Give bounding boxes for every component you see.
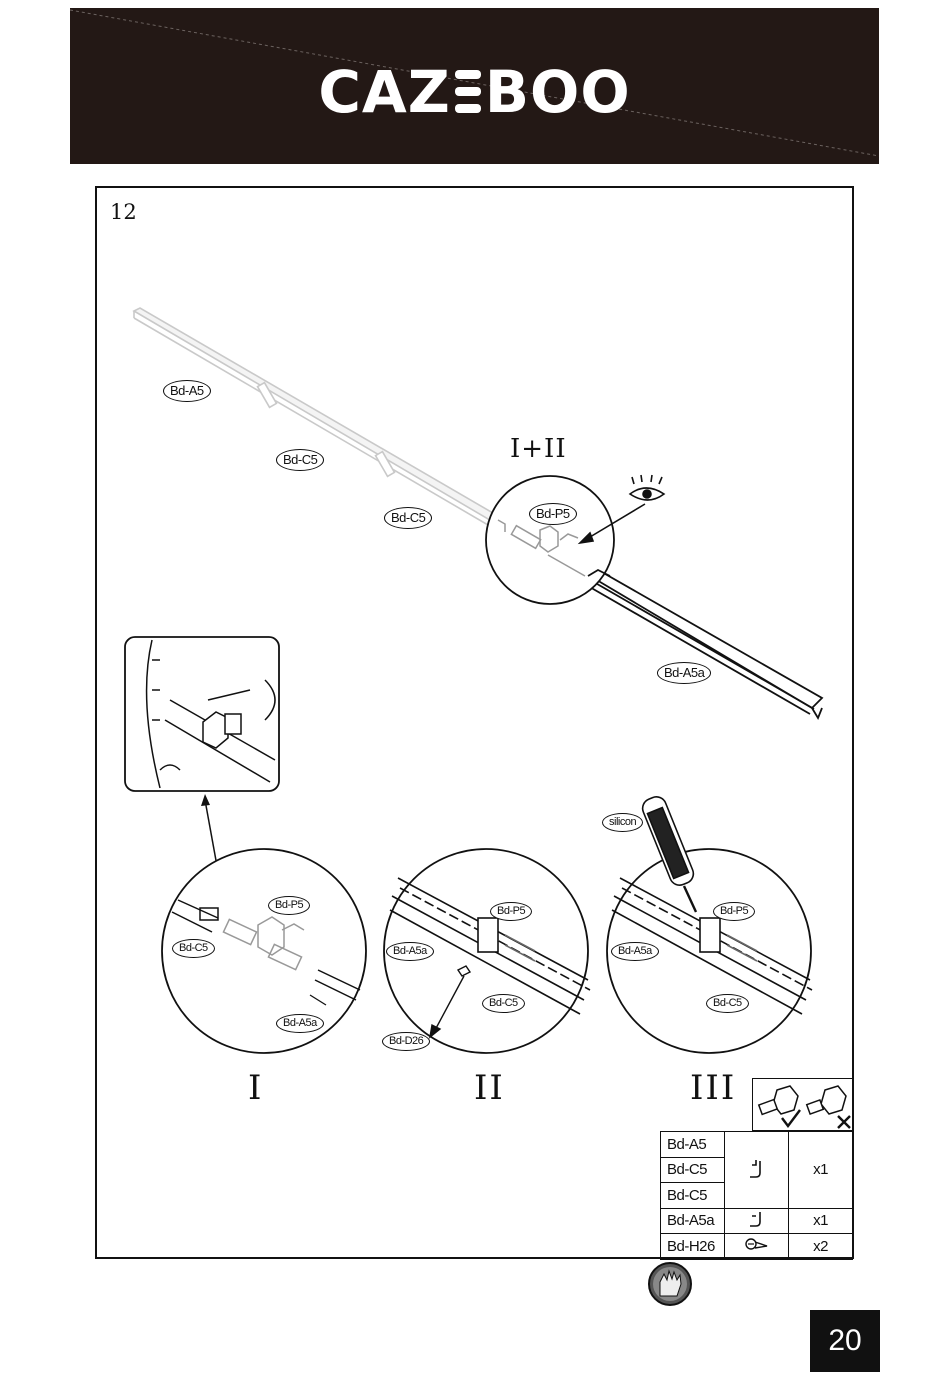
detail-title-1: I xyxy=(248,1068,263,1108)
detail-title-2: II xyxy=(474,1068,505,1108)
part-name: Bd-A5 xyxy=(661,1132,725,1158)
part-name: Bd-H26 xyxy=(661,1234,725,1260)
label-bd-p5-3: Bd-P5 xyxy=(713,902,755,921)
label-bd-c5-3: Bd-C5 xyxy=(706,994,749,1013)
page-number: 20 xyxy=(810,1310,880,1372)
label-bd-c5-second: Bd-C5 xyxy=(384,507,432,529)
detail-title-3: III xyxy=(690,1068,736,1108)
part-name: Bd-C5 xyxy=(661,1157,725,1183)
label-bd-d26: Bd-D26 xyxy=(382,1032,430,1051)
detail-circle-3 xyxy=(607,794,812,1053)
part-qty: x1 xyxy=(789,1208,853,1234)
detail-circle-top xyxy=(486,476,614,604)
label-bd-p5-top: Bd-P5 xyxy=(529,503,577,525)
part-name: Bd-C5 xyxy=(661,1183,725,1209)
glove-icon xyxy=(649,1263,691,1305)
detail-title-top: I+II xyxy=(510,434,567,464)
label-bd-a5a-3: Bd-A5a xyxy=(611,942,659,961)
label-bd-c5-2: Bd-C5 xyxy=(482,994,525,1013)
label-silicon: silicon xyxy=(602,813,643,832)
label-bd-c5-first: Bd-C5 xyxy=(276,449,324,471)
table-row: Bd-H26 x2 xyxy=(661,1234,853,1260)
part-qty: x1 xyxy=(789,1132,853,1209)
part-name: Bd-A5a xyxy=(661,1208,725,1234)
label-bd-c5-1: Bd-C5 xyxy=(172,939,215,958)
hook-icon xyxy=(725,1132,789,1209)
label-bd-a5a-2: Bd-A5a xyxy=(386,942,434,961)
hardware-check-box xyxy=(752,1078,854,1131)
table-row: Bd-A5a x1 xyxy=(661,1208,853,1234)
label-bd-p5-2: Bd-P5 xyxy=(490,902,532,921)
rail-ghost xyxy=(134,308,505,532)
label-bd-p5-1: Bd-P5 xyxy=(268,896,310,915)
parts-table: Bd-A5 x1 Bd-C5 Bd-C5 Bd-A5a x1 Bd-H26 x2 xyxy=(660,1131,853,1260)
hook-icon xyxy=(725,1208,789,1234)
table-row: Bd-A5 x1 xyxy=(661,1132,853,1158)
label-bd-a5a-top: Bd-A5a xyxy=(657,662,711,684)
rail-bd-a5a xyxy=(588,571,822,718)
label-bd-a5a-1: Bd-A5a xyxy=(276,1014,324,1033)
screw-icon xyxy=(725,1234,789,1260)
part-qty: x2 xyxy=(789,1234,853,1260)
label-bd-a5: Bd-A5 xyxy=(163,380,211,402)
